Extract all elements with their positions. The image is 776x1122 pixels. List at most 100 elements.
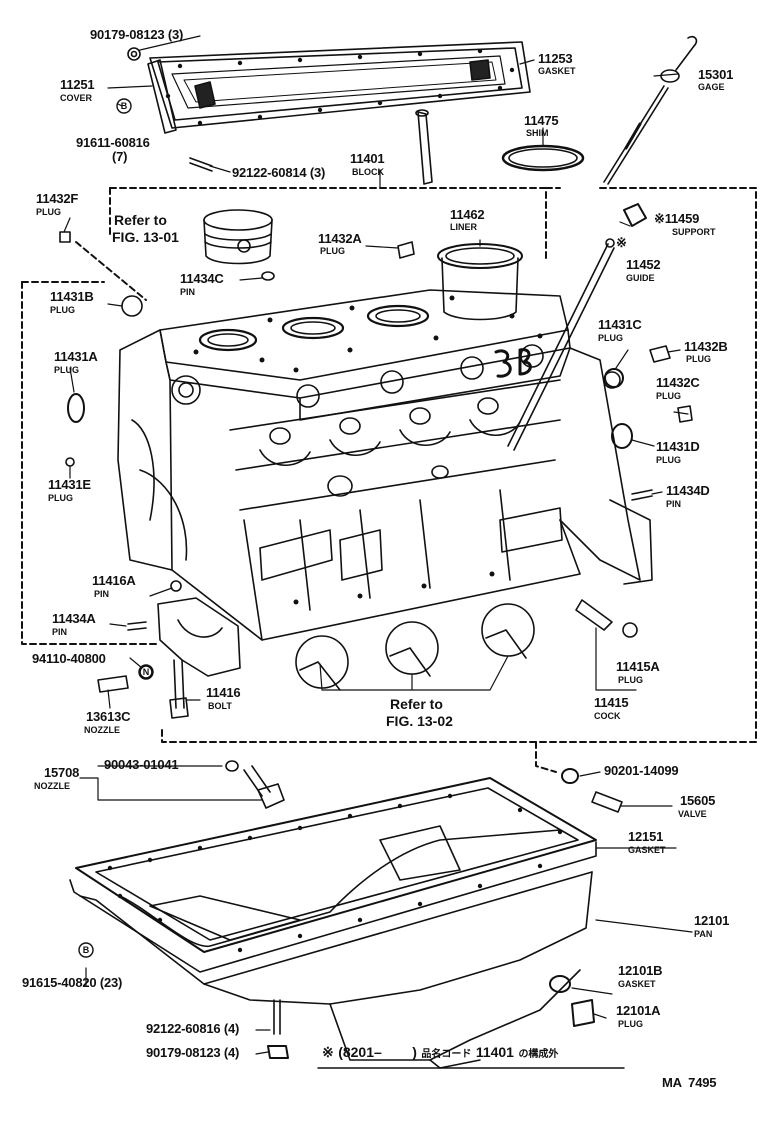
part-label: 11434D	[666, 483, 710, 498]
part-name: PIN	[52, 627, 68, 637]
part-name: NOZZLE	[84, 725, 120, 735]
reference-note-fig1302: FIG. 13-02	[386, 713, 453, 729]
guide-drawing	[507, 243, 615, 451]
engine-block-drawing	[117, 289, 653, 641]
part-label: 11452	[626, 257, 661, 272]
part-label: 11462	[450, 207, 485, 222]
part-label: 90201-14099	[604, 763, 679, 778]
applicability-footnote: ※ (8201– ) 品名コード 11401 の構成外	[322, 1044, 558, 1062]
guide-asterisk-mark: ※	[616, 235, 627, 250]
part-name: PLUG	[48, 493, 74, 503]
tappet-cover-drawing	[127, 41, 531, 185]
part-label: 11431E	[48, 477, 91, 492]
circled-b-letter: B	[82, 945, 90, 955]
reference-note-fig1302: Refer to	[390, 696, 443, 712]
circled-b-mark	[116, 98, 132, 114]
part-label: 11416A	[92, 573, 136, 588]
part-label: 11432B	[684, 339, 728, 354]
part-label: 11431D	[656, 439, 700, 454]
footnote-code: 11401	[475, 1044, 514, 1060]
part-label: 90179-08123 (4)	[146, 1045, 240, 1060]
part-label: 90179-08123 (3)	[90, 27, 184, 42]
part-name: PIN	[666, 499, 682, 509]
part-name: NOZZLE	[34, 781, 70, 791]
footnote-jp-suffix: の構成外	[518, 1049, 559, 1060]
part-label: 11401	[350, 151, 385, 166]
part-name: PAN	[694, 929, 713, 939]
part-name: GASKET	[618, 979, 656, 989]
pan-drain-plug-drawing	[571, 999, 595, 1027]
reference-note-fig1301: Refer to	[114, 212, 167, 228]
part-name: PLUG	[598, 333, 624, 343]
part-label: 11432F	[36, 191, 79, 206]
part-name: PLUG	[656, 455, 682, 465]
part-label: 94110-40800	[32, 651, 106, 666]
part-name: LINER	[450, 222, 477, 232]
leader-lines	[63, 35, 693, 1055]
part-name: PLUG	[50, 305, 76, 315]
part-name: COCK	[594, 711, 621, 721]
stud-nut-drawing	[267, 1045, 289, 1059]
main-bearings-drawing	[295, 603, 535, 691]
part-name: PLUG	[320, 246, 346, 256]
circled-n-letter: N	[142, 667, 150, 677]
support-drawing	[623, 203, 647, 227]
part-label: 11415	[594, 695, 629, 710]
bearing-cap-drawing	[97, 580, 638, 719]
part-label: 11475	[524, 113, 559, 128]
part-name: PIN	[94, 589, 110, 599]
liner-drawing	[437, 243, 523, 321]
part-name: GUIDE	[626, 273, 655, 283]
reference-note-fig1301: FIG. 13-01	[112, 229, 179, 245]
part-label: 11415A	[616, 659, 660, 674]
part-label: 11432C	[656, 375, 700, 390]
part-label: 13613C	[86, 709, 131, 724]
part-name: GASKET	[538, 66, 576, 76]
part-label: 91611-60816	[76, 135, 150, 150]
piston-drawing	[203, 209, 273, 265]
part-label: 12101B	[618, 963, 663, 978]
footnote-mark: ※	[322, 1044, 334, 1060]
part-name: PLUG	[686, 354, 712, 364]
oil-pan-drawing	[69, 777, 597, 1069]
part-name: PLUG	[656, 391, 682, 401]
circled-b-letter: B	[120, 101, 128, 111]
part-name: PLUG	[618, 675, 644, 685]
footnote-close: )	[412, 1044, 417, 1060]
drain-valve-drawing	[591, 791, 623, 813]
part-label: ※11459	[654, 211, 700, 226]
part-name: COVER	[60, 93, 93, 103]
part-label: 91615-40820 (23)	[22, 975, 123, 990]
part-name: GAGE	[698, 82, 725, 92]
footnote-range: (8201–	[338, 1044, 382, 1060]
part-name: (7)	[112, 149, 128, 164]
part-name: PLUG	[54, 365, 80, 375]
part-label: 11431C	[598, 317, 642, 332]
part-label: 11432A	[318, 231, 362, 246]
part-name: VALVE	[678, 809, 707, 819]
part-name: BLOCK	[352, 167, 384, 177]
part-name: BOLT	[208, 701, 232, 711]
drawing-id: MA 7495	[662, 1075, 717, 1090]
part-name: GASKET	[628, 845, 666, 855]
part-label: 12101A	[616, 1003, 661, 1018]
part-label: 90043-01041	[104, 757, 179, 772]
part-label: 15708	[44, 765, 80, 780]
oil-nozzle-drawing	[225, 760, 285, 809]
oil-gauge-drawing	[603, 35, 698, 185]
part-label: 11434C	[180, 271, 224, 286]
assembly-dashed-boundaries	[21, 187, 757, 773]
small-plugs-drawing	[59, 231, 693, 501]
part-label: 11416	[206, 685, 241, 700]
part-name: SHIM	[526, 128, 549, 138]
part-label: 12101	[694, 913, 730, 928]
part-label: 92122-60816 (4)	[146, 1021, 240, 1036]
part-label: 11434A	[52, 611, 96, 626]
part-label: 92122-60814 (3)	[232, 165, 326, 180]
part-label: 11253	[538, 51, 573, 66]
circled-n-mark	[138, 664, 154, 680]
part-label: 11431B	[50, 289, 94, 304]
part-name: SUPPORT	[672, 227, 716, 237]
